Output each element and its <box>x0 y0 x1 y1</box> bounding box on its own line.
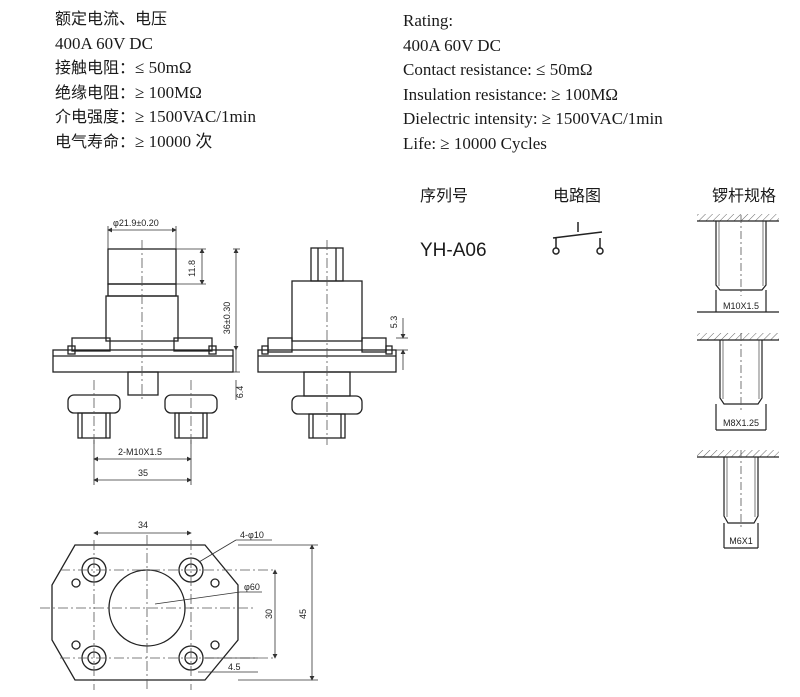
model-number: YH-A06 <box>420 240 487 261</box>
spec-block-english: Rating: 400A 60V DC Contact resistance: … <box>403 9 663 156</box>
spec-cn-life-value: ≥ 10000 次 <box>135 131 213 151</box>
header-serial: 序列号 <box>420 186 469 205</box>
front-view <box>52 248 234 439</box>
front-centerlines <box>93 240 192 445</box>
spec-cn-contact-value: ≤ 50mΩ <box>135 58 192 77</box>
bolt-m6 <box>697 450 779 549</box>
dim-thread: 2-M10X1.5 <box>118 447 162 457</box>
spec-cn-life-label: 电气寿命： <box>55 131 136 151</box>
spec-cn-insulation-value: ≥ 100MΩ <box>135 82 202 102</box>
spec-cn-title: 额定电流、电压 <box>55 9 168 28</box>
base-dimensions <box>93 530 318 681</box>
spec-cn-rating: 400A 60V DC <box>55 33 153 53</box>
dim-inner-height: 30 <box>264 609 274 619</box>
dim-holes: 4-φ10 <box>240 530 264 540</box>
front-dimensions <box>93 226 240 485</box>
spec-en-dielectric: Dielectric intensity: ≥ 1500VAC/1min <box>403 109 663 128</box>
spec-cn-contact-row: 接触电阻：≤ 50mΩ <box>55 56 256 81</box>
base-view <box>51 544 239 681</box>
bolt-m8 <box>697 333 779 431</box>
spec-cn-contact-label: 接触电阻： <box>55 58 136 77</box>
spec-en-insulation: Insulation resistance: ≥ 100MΩ <box>403 84 619 104</box>
dim-cap-height: 11.8 <box>187 260 197 277</box>
dim-diameter: φ21.9±0.20 <box>113 218 159 228</box>
dim-outer-height: 45 <box>298 609 308 619</box>
spec-en-contact: Contact resistance: ≤ 50mΩ <box>403 60 593 79</box>
spec-en-life: Life: ≥ 10000 Cycles <box>403 133 547 153</box>
dim-side: 5.3 <box>389 316 399 329</box>
side-dimensions <box>396 318 408 370</box>
spec-cn-life-row: 电气寿命：≥ 10000 次 <box>55 130 256 155</box>
dim-center-hole: φ60 <box>244 582 260 592</box>
dim-body-height: 36±0.30 <box>222 302 232 334</box>
dim-radius: 4.5 <box>228 662 241 672</box>
spec-cn-insulation-row: 绝缘电阻：≥ 100MΩ <box>55 81 256 106</box>
dim-hole-spacing: 34 <box>138 520 148 530</box>
base-centerlines <box>40 535 275 690</box>
spec-cn-dielectric-row: 介电强度：≥ 1500VAC/1min <box>55 105 256 130</box>
bolt-label-m6: M6X1 <box>729 536 753 546</box>
bolt-label-m10: M10X1.5 <box>723 301 759 311</box>
spec-en-rating: 400A 60V DC <box>403 35 501 55</box>
spec-en-title: Rating: <box>403 11 454 30</box>
bolt-m10 <box>697 214 779 313</box>
header-bolt-spec: 锣杆规格 <box>712 186 777 205</box>
dim-base-thickness: 6.4 <box>235 386 245 399</box>
spec-cn-insulation-label: 绝缘电阻： <box>55 82 136 102</box>
spec-cn-dielectric-value: ≥ 1500VAC/1min <box>135 107 256 126</box>
header-circuit: 电路图 <box>553 186 602 205</box>
circuit-symbol <box>552 222 604 255</box>
bolt-label-m8: M8X1.25 <box>723 418 759 428</box>
spec-cn-dielectric-label: 介电强度： <box>55 107 136 126</box>
dim-span: 35 <box>138 468 148 478</box>
spec-block-chinese: 额定电流、电压 400A 60V DC 接触电阻：≤ 50mΩ 绝缘电阻：≥ 1… <box>55 7 256 154</box>
